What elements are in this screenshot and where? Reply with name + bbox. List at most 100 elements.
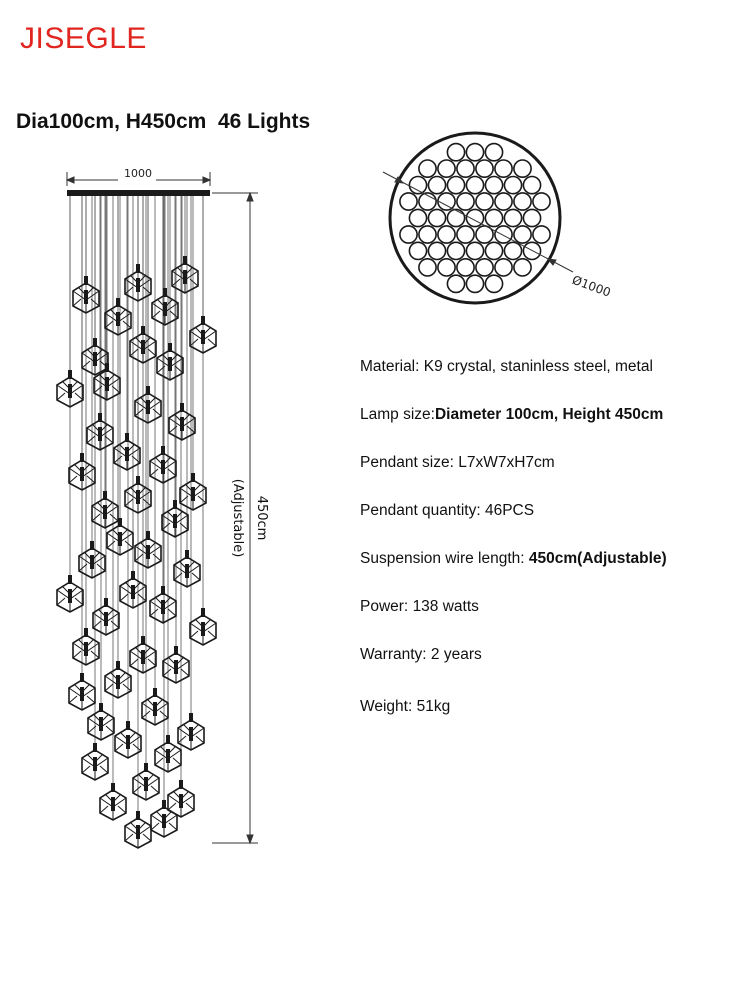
top-view-hole bbox=[437, 192, 456, 211]
product-headline: Dia100cm, H450cm 46 Lights bbox=[16, 110, 311, 133]
crystal-pendant bbox=[56, 575, 84, 613]
top-view-hole bbox=[427, 241, 447, 261]
top-view-hole bbox=[484, 241, 504, 261]
crystal-pendant bbox=[171, 256, 199, 294]
crystal-pendant bbox=[99, 783, 127, 821]
top-view-hole bbox=[465, 274, 485, 294]
spec-item: Weight: 51kg bbox=[360, 695, 745, 719]
top-view-hole bbox=[465, 175, 485, 195]
crystal-pendant bbox=[124, 264, 152, 302]
crystal-pendant bbox=[150, 800, 178, 838]
crystal-pendant bbox=[93, 363, 121, 401]
top-view-hole bbox=[513, 159, 532, 179]
top-view-hole bbox=[418, 225, 437, 244]
width-label: 1000 bbox=[124, 167, 152, 180]
crystal-pendant bbox=[129, 636, 157, 674]
canopy bbox=[67, 190, 210, 196]
crystal-pendant bbox=[92, 598, 120, 636]
spec-label: Suspension wire length: bbox=[360, 550, 529, 567]
top-view-hole bbox=[418, 257, 437, 277]
spec-label: Lamp size: bbox=[360, 406, 435, 423]
top-view-hole bbox=[427, 175, 447, 195]
crystal-pendant bbox=[87, 703, 115, 741]
top-view-holes bbox=[399, 142, 551, 294]
top-view-hole bbox=[427, 208, 447, 228]
crystal-pendant bbox=[156, 343, 184, 381]
top-view-hole bbox=[494, 257, 513, 277]
adjustable-label: (Adjustable) bbox=[230, 479, 245, 558]
crystal-pendant bbox=[154, 735, 182, 773]
crystal-pendant bbox=[78, 541, 106, 579]
spec-value: 2 years bbox=[430, 646, 482, 663]
top-view-hole bbox=[484, 274, 504, 294]
height-dimension bbox=[212, 191, 258, 845]
top-view-hole bbox=[446, 175, 466, 195]
spec-value: Diameter 100cm, Height 450cm bbox=[434, 406, 664, 423]
crystal-pendant bbox=[119, 571, 147, 609]
top-view-hole bbox=[494, 192, 513, 211]
spec-label: Material: bbox=[360, 358, 424, 375]
crystal-pendant bbox=[179, 473, 207, 511]
top-view-hole bbox=[437, 159, 456, 179]
top-view-hole bbox=[475, 192, 494, 211]
crystal-pendant bbox=[141, 688, 169, 726]
top-view-hole bbox=[513, 225, 532, 244]
crystal-pendant bbox=[162, 646, 190, 684]
top-view-hole bbox=[465, 142, 485, 162]
spec-value: 138 watts bbox=[412, 598, 479, 615]
crystal-pendant bbox=[132, 763, 160, 801]
crystal-pendant bbox=[161, 500, 189, 538]
brand-logo: JISEGLE bbox=[20, 22, 147, 55]
spec-value: 46PCS bbox=[484, 502, 535, 519]
spec-value: K9 crystal, staninless steel, metal bbox=[423, 358, 653, 375]
top-view-hole bbox=[532, 225, 551, 244]
spec-label: Power: bbox=[360, 598, 413, 615]
crystal-pendant bbox=[81, 338, 109, 376]
spec-item: Power: 138 watts bbox=[360, 595, 745, 619]
top-view-hole bbox=[513, 257, 532, 277]
top-view-hole bbox=[408, 241, 428, 261]
spec-label: Pendant size: bbox=[360, 454, 459, 471]
top-view-hole bbox=[437, 257, 456, 277]
crystal-pendant bbox=[91, 491, 119, 529]
top-view-hole bbox=[456, 225, 475, 244]
top-view-hole bbox=[465, 241, 485, 261]
top-view-outline bbox=[388, 131, 562, 305]
crystal-pendant bbox=[104, 661, 132, 699]
top-view-hole bbox=[532, 192, 551, 211]
height-label: 450cm bbox=[254, 496, 269, 541]
top-view-hole bbox=[418, 192, 437, 211]
crystal-pendant bbox=[151, 288, 179, 326]
spec-list: Material: K9 crystal, staninless steel, … bbox=[360, 355, 745, 719]
crystal-pendant bbox=[72, 276, 100, 314]
spec-item: Pendant quantity: 46PCS bbox=[360, 499, 745, 523]
top-view-hole bbox=[522, 241, 542, 261]
top-view-hole bbox=[408, 175, 428, 195]
crystal-pendant bbox=[113, 433, 141, 471]
spec-value: 51kg bbox=[416, 698, 451, 715]
top-view-hole bbox=[446, 274, 466, 294]
crystal-pendant bbox=[167, 780, 195, 818]
top-view-hole bbox=[475, 257, 494, 277]
top-view-hole bbox=[484, 208, 504, 228]
crystal-pendant bbox=[106, 518, 134, 556]
crystal-pendant bbox=[68, 453, 96, 491]
top-view-hole bbox=[456, 257, 475, 277]
diameter-label: Ø1000 bbox=[570, 273, 612, 300]
top-view-hole bbox=[484, 142, 504, 162]
crystal-pendant bbox=[173, 550, 201, 588]
spec-item: Warranty: 2 years bbox=[360, 643, 745, 667]
top-view-hole bbox=[465, 208, 485, 228]
top-view-hole bbox=[503, 208, 523, 228]
crystal-pendant bbox=[177, 713, 205, 751]
crystal-pendant bbox=[134, 531, 162, 569]
crystal-pendant bbox=[81, 743, 109, 781]
top-view-hole bbox=[494, 159, 513, 179]
top-view-hole bbox=[513, 192, 532, 211]
top-view-hole bbox=[399, 225, 418, 244]
top-view-hole bbox=[399, 192, 418, 211]
crystal-pendant bbox=[72, 628, 100, 666]
top-view-hole bbox=[418, 159, 437, 179]
crystal-pendant bbox=[56, 370, 84, 408]
